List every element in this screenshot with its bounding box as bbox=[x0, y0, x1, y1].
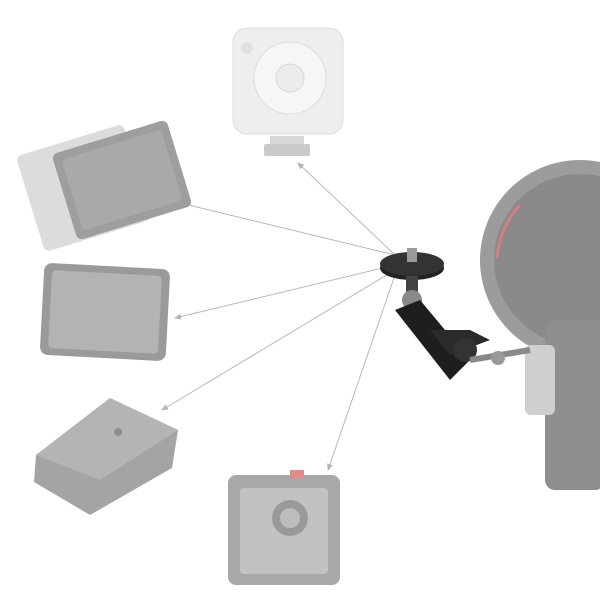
arrow-to-video-light bbox=[297, 162, 396, 256]
field-monitor bbox=[40, 263, 170, 361]
connection-arrows bbox=[161, 162, 396, 471]
magic-arm bbox=[380, 248, 531, 380]
led-light bbox=[17, 120, 192, 251]
battery-plate bbox=[34, 398, 178, 515]
video-light bbox=[232, 27, 344, 156]
arrow-to-monitor bbox=[174, 264, 396, 320]
cinema-camera bbox=[480, 160, 600, 490]
action-camera-cage bbox=[228, 470, 340, 585]
arrow-to-battery-plate bbox=[161, 269, 396, 411]
arrow-to-action-cage bbox=[327, 274, 396, 471]
arrow-to-led-light bbox=[167, 198, 396, 256]
